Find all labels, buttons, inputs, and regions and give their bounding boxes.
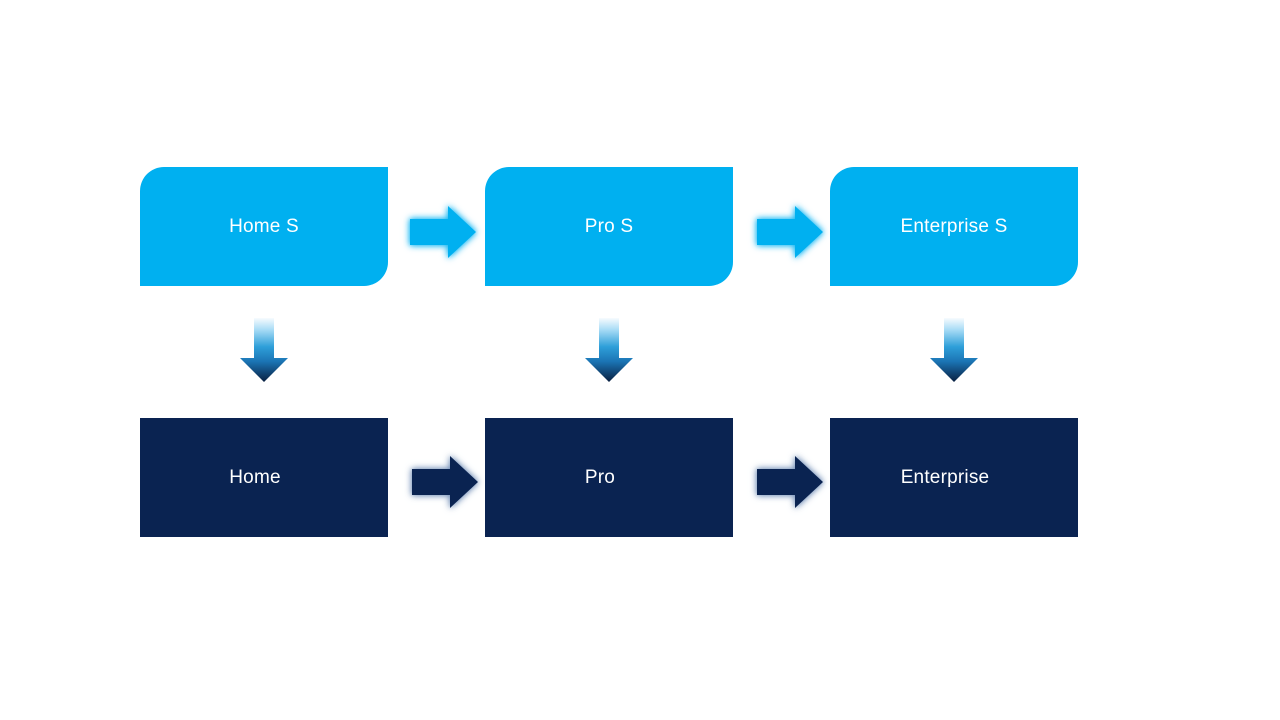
box-label: Pro S [584,216,634,237]
box-label: Home S [229,216,299,237]
box-label: Pro [584,467,616,488]
right-arrow-icon [757,456,823,508]
right-arrow-icon [412,456,478,508]
box-home: Home [140,418,388,537]
box-home-s: Home S [140,167,388,286]
down-arrow-icon [930,318,978,382]
box-enterprise: Enterprise [830,418,1078,537]
box-enterprise-s: Enterprise S [830,167,1078,286]
box-pro-s: Pro S [485,167,733,286]
down-arrow-icon [240,318,288,382]
box-label: Enterprise [900,467,990,488]
box-pro: Pro [485,418,733,537]
box-label: Home [229,467,281,488]
right-arrow-icon [410,206,476,258]
down-arrow-icon [585,318,633,382]
right-arrow-icon [757,206,823,258]
box-label: Enterprise S [900,216,1008,237]
